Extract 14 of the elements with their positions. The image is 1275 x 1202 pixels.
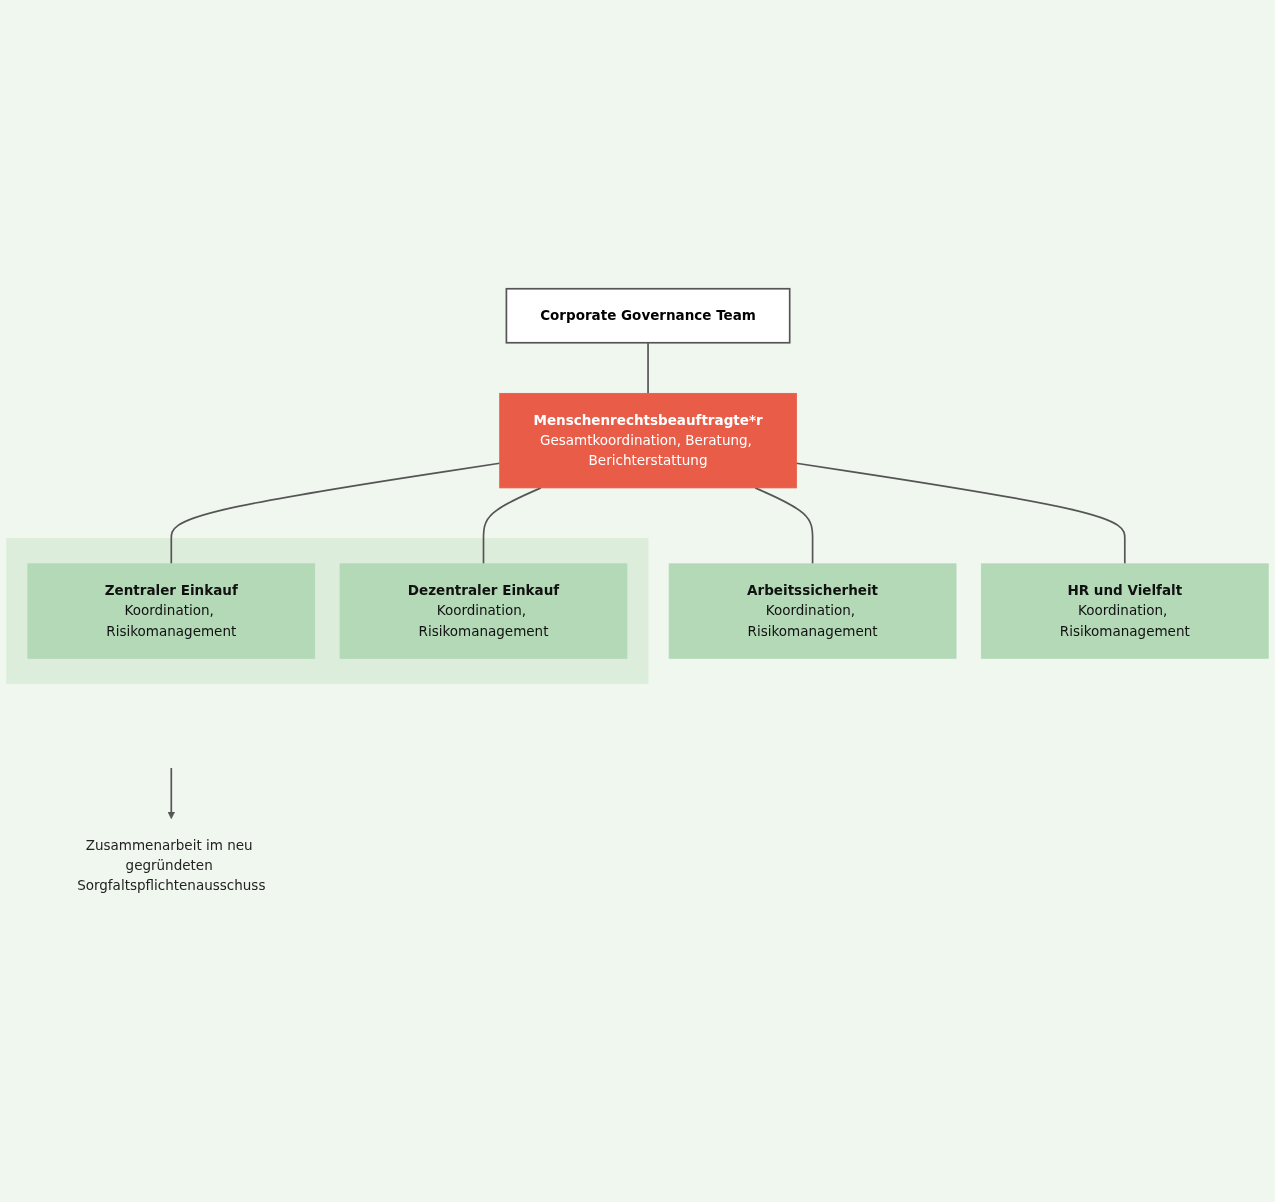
connector — [170, 462, 501, 565]
connector — [482, 487, 542, 565]
arrow — [167, 767, 175, 820]
cluster — [6, 538, 649, 685]
node-box: Zentraler Einkauf Koordination, Risikomanagement — [27, 563, 316, 659]
node-box: Menschenrechtsbeauftragte*r Gesamtkoordination, Beratung, Berichterstattung — [499, 393, 797, 489]
node-box: Dezentraler Einkauf Koordination, Risikomanagement — [339, 563, 628, 659]
connector — [647, 341, 649, 395]
node-box: Arbeitssicherheit Koordination, Risikomanagement — [668, 563, 957, 659]
connector — [795, 462, 1126, 565]
node-box: HR und Vielfalt Koordination, Risikomanagement — [980, 563, 1269, 659]
connector — [754, 487, 814, 565]
node-text: Zusammenarbeit im neu gegründeten Sorgfaltspflichtenausschuss — [77, 837, 266, 894]
node-box: Corporate Governance Team — [505, 287, 791, 344]
